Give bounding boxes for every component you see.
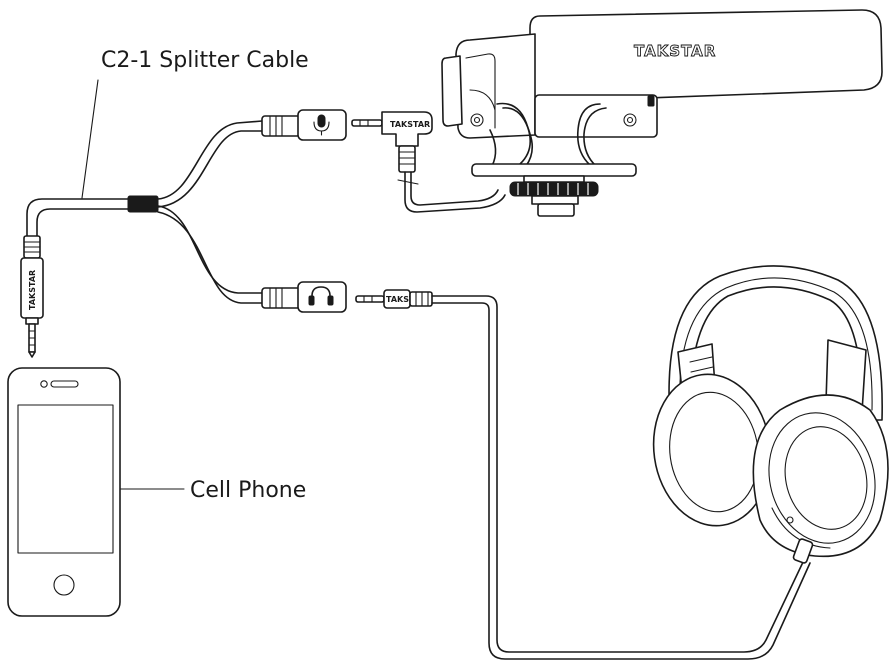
mic-input-jack: [261, 109, 347, 141]
shotgun-microphone: TAKSTAR: [441, 9, 883, 217]
phone-plug: TAKSTAR: [20, 235, 44, 358]
splitter-junction: [127, 195, 159, 213]
svg-text:TAKSTAR: TAKSTAR: [386, 295, 426, 304]
cell-phone-label: Cell Phone: [190, 478, 306, 503]
mic-plug: TAKSTAR: [351, 111, 506, 213]
microphone-icon: [313, 114, 330, 136]
headphones: [652, 265, 889, 564]
phone-plug-logo: TAKSTAR: [28, 270, 37, 310]
microphone-logo: TAKSTAR: [634, 42, 716, 60]
headphone-output-jack: [261, 281, 347, 313]
splitter-cable: [26, 120, 263, 304]
headphone-plug: TAKSTAR: [355, 289, 433, 309]
splitter-leader-line: [81, 79, 99, 199]
headphone-icon: [308, 286, 334, 306]
headphone-cable: [431, 295, 805, 653]
cell-phone: [7, 367, 121, 617]
splitter-cable-label: C2-1 Splitter Cable: [101, 48, 309, 73]
svg-text:TAKSTAR: TAKSTAR: [390, 120, 430, 129]
